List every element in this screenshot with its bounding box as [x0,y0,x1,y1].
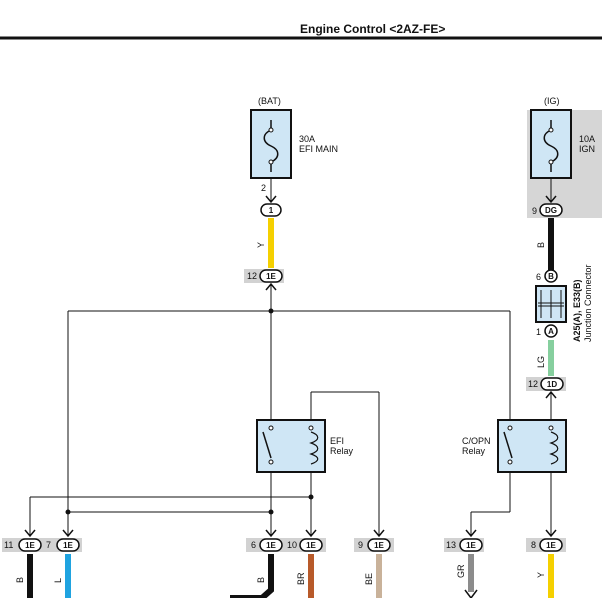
svg-text:1E: 1E [25,541,35,550]
pin-b13: 13 [446,540,456,550]
pin-b10: 10 [287,540,297,550]
svg-text:1E: 1E [63,541,73,550]
splice-dot [268,308,274,314]
splice-dot [65,509,71,515]
wire-label-br10: BR [296,572,306,585]
connector-b11 [18,538,42,552]
wire-label-be9: BE [364,573,374,585]
junction-name: Junction Connector [583,264,593,342]
arrow-icon [465,529,477,538]
splice-dot [268,509,274,515]
arrow-icon [24,529,36,538]
arrow-icon [265,195,277,204]
arrow-icon [373,529,385,538]
down-arrows [24,529,557,538]
splice-dot [308,494,314,500]
pin-sep-1e-12: 12 [247,271,257,281]
connector-ign-out: DG [539,203,563,217]
connector-b9 [367,538,391,552]
svg-text:1E: 1E [266,272,276,281]
arrow-icon [265,529,277,538]
pin-b11: 11 [4,540,13,550]
wire-label-b-ig: B [536,242,546,248]
pin-b6: 6 [251,540,256,550]
arrow-icon [305,529,317,538]
connector-b10 [299,538,323,552]
bat-label: (BAT) [258,96,281,106]
relay-copn [497,419,567,473]
svg-text:1E: 1E [306,541,316,550]
junction-ref: A25(A), E33(B) [572,279,582,342]
arrow-icon [265,282,277,291]
svg-text:1E: 1E [466,541,476,550]
wire-label-lg: LG [536,356,546,368]
wire-label-gr13: GR [456,564,466,578]
connector-jc-a: A [544,324,558,338]
arrow-icon [545,195,557,204]
fuse-ign [530,109,572,179]
arrow-icon [545,390,557,399]
svg-text:1: 1 [269,206,274,215]
connector-b6 [259,538,283,552]
fuse-ign-name: IGN [579,144,595,154]
pin-b8: 8 [531,540,536,550]
fuse-ign-rating: 10A [579,134,595,144]
fuse-efi-rating: 30A [299,134,315,144]
arrow-icon [545,529,557,538]
fuse-efi-main [250,109,292,179]
pin-b7: 7 [46,540,51,550]
relay-copn-type: Relay [462,446,486,456]
svg-text:1E: 1E [266,541,276,550]
relay-copn-name: C/OPN [462,436,491,446]
connector-fuse1-out: 1 [260,203,282,217]
wire-label-b6: B [256,577,266,583]
junction-connector [535,285,567,323]
wire-b6 [230,554,274,598]
pin-jc-b: 6 [536,272,541,282]
svg-text:1E: 1E [374,541,384,550]
fuse-efi-name: EFI MAIN [299,144,338,154]
connector-sep-1d-12: 1D [540,377,564,391]
svg-text:B: B [548,272,554,281]
connector-b13 [459,538,483,552]
pin-sep-1d-12: 12 [528,379,538,389]
svg-text:1D: 1D [547,380,557,389]
bottom-connectors: 11 1E 7 1E 6 1E 10 1E 9 1E 13 1E 8 1E [2,538,566,552]
relay-efi [256,419,326,473]
wire-label-b11: B [15,577,25,583]
page-title: Engine Control <2AZ-FE> [300,22,445,36]
pin-b9: 9 [358,540,363,550]
connector-b8 [539,538,563,552]
arrow-icon [62,529,74,538]
connector-sep-1e-12: 1E [259,269,283,283]
wire-label-y-top: Y [256,242,266,248]
connector-jc-b: B [544,269,558,283]
ig-label: (IG) [544,96,560,106]
svg-text:DG: DG [545,206,557,215]
svg-text:1E: 1E [546,541,556,550]
wire-label-l7: L [53,578,63,583]
pin-fuse1-out: 2 [261,183,266,193]
wire-gr13-arrow-icon [464,589,478,598]
pin-jc-a: 1 [536,327,541,337]
pin-ign-out: 9 [532,206,537,216]
wire-label-y8: Y [536,572,546,578]
connector-b7 [56,538,80,552]
relay-efi-type: Relay [330,446,354,456]
relay-efi-name: EFI [330,436,344,446]
svg-text:A: A [548,327,554,336]
